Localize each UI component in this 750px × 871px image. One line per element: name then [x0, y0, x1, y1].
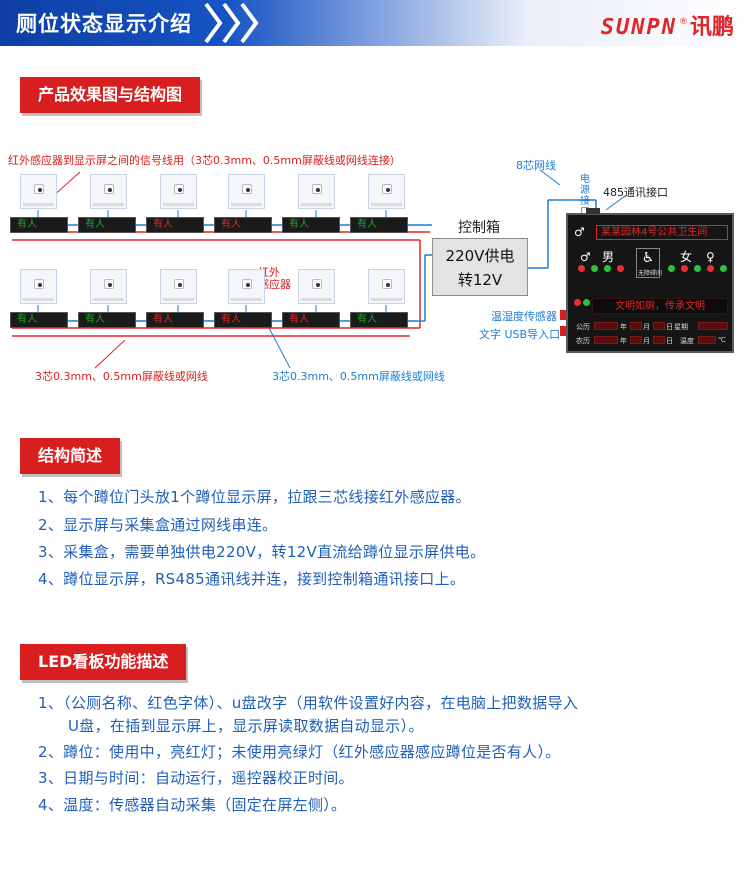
stall-display: 有人 — [350, 217, 408, 233]
stall-display: 有人 — [214, 217, 272, 233]
ir-sensor — [20, 174, 57, 209]
board-row2-left: 农历 — [576, 337, 590, 345]
ir-sensor — [90, 174, 127, 209]
stall-led — [617, 265, 624, 272]
power-connector — [586, 208, 600, 214]
annotation-bottom-red-cable: 3芯0.3mm、0.5mm屏蔽线或网线 — [35, 370, 208, 383]
stall-display: 有人 — [10, 217, 68, 233]
stall-led — [604, 265, 611, 272]
board-female-label: 女 — [680, 250, 693, 264]
annotation-usb-port: 文字 USB导入口 — [479, 328, 561, 341]
annotation-ir-sensor-line2: 感应器 — [258, 278, 291, 291]
stall-display: 有人 — [282, 217, 340, 233]
section-label-led-board: LED看板功能描述 — [20, 644, 187, 680]
structure-item: 2、显示屏与采集盒通过网线串连。 — [38, 516, 278, 534]
led-function-item-continued: U盘，在插到显示屏上，显示屏读取数据自动显示）。 — [68, 717, 424, 735]
stall-display: 有人 — [214, 312, 272, 328]
annotation-485-port: 485通讯接口 — [603, 186, 668, 199]
board-row1-day: 日 — [666, 323, 673, 331]
board-row1-month: 月 — [643, 323, 650, 331]
stall-led — [720, 265, 727, 272]
stall-led — [707, 265, 714, 272]
structure-diagram: 红外感应器到显示屏之间的信号线用（3芯0.3mm、0.5mm屏蔽线或网线连接） … — [0, 140, 750, 390]
led-function-item: 4、温度：传感器自动采集（固定在屏左侧）。 — [38, 796, 347, 814]
board-row2-day: 日 — [666, 337, 673, 345]
board-slogan: 文明如厕，传承文明 — [592, 298, 728, 314]
ir-sensor — [368, 269, 405, 304]
stall-led — [668, 265, 675, 272]
ir-sensor — [20, 269, 57, 304]
ir-sensor — [160, 269, 197, 304]
stall-led — [578, 265, 585, 272]
board-row2-year: 年 — [620, 337, 627, 345]
led-function-item: 3、日期与时间：自动运行，遥控器校正时间。 — [38, 769, 354, 787]
board-row1-week: 星期 — [674, 323, 688, 331]
annotation-bottom-blue-cable: 3芯0.3mm、0.5mm屏蔽线或网线 — [272, 370, 445, 383]
header-banner: 厕位状态显示介绍 SUNPN ® 讯鹏 — [0, 0, 750, 46]
wheelchair-icon: ♿ — [641, 250, 655, 266]
section-label-structure: 结构简述 — [20, 438, 121, 474]
stall-display: 有人 — [146, 312, 204, 328]
stall-display: 有人 — [146, 217, 204, 233]
stall-led — [591, 265, 598, 272]
stall-display: 有人 — [78, 312, 136, 328]
stall-display: 有人 — [282, 312, 340, 328]
stall-display: 有人 — [350, 312, 408, 328]
board-row2-temp: 温度 — [680, 337, 694, 345]
control-box: 220V供电 转12V — [432, 238, 528, 296]
chevron-right-icon — [222, 2, 241, 44]
chevron-right-icon — [240, 2, 259, 44]
board-male-label: 男 — [602, 250, 615, 264]
stall-led — [694, 265, 701, 272]
male-icon: ♂ — [580, 250, 591, 264]
disabled-stall-box: ♿ 无障碍间 — [636, 248, 663, 278]
ir-sensor — [228, 269, 265, 304]
ir-sensor — [90, 269, 127, 304]
brand-name-en: SUNPN — [600, 15, 677, 40]
chevron-right-icon — [204, 2, 223, 44]
usb-port — [560, 326, 566, 336]
ir-sensor — [368, 174, 405, 209]
ir-sensor — [228, 174, 265, 209]
structure-item: 4、蹲位显示屏，RS485通讯线并连，接到控制箱通讯接口上。 — [38, 570, 466, 588]
board-row1-left: 公历 — [576, 323, 590, 331]
structure-item: 1、每个蹲位门头放1个蹲位显示屏，拉跟三芯线接红外感应器。 — [38, 488, 471, 506]
female-icon: ♀ — [706, 250, 715, 264]
led-board: ♂ 某某园林4号公共卫生间 男 女 ♂ ♀ ♿ 无障碍间 文明如厕，传承文明 公… — [566, 213, 734, 353]
toilet-people-icon: ♂ — [574, 225, 585, 239]
temp-sensor-port — [560, 310, 566, 320]
board-title: 某某园林4号公共卫生间 — [596, 225, 728, 240]
board-row2-month: 月 — [643, 337, 650, 345]
page-title: 厕位状态显示介绍 — [16, 12, 192, 36]
ir-sensor — [298, 174, 335, 209]
brand-logo: SUNPN ® 讯鹏 — [601, 9, 734, 41]
board-row1-year: 年 — [620, 323, 627, 331]
brand-name-cn: 讯鹏 — [689, 15, 734, 40]
annotation-8core-cable: 8芯网线 — [516, 159, 556, 172]
annotation-control-box: 控制箱 — [458, 220, 500, 236]
board-row2-unit: ℃ — [718, 336, 726, 344]
control-box-line1: 220V供电 — [445, 247, 515, 265]
structure-item: 3、采集盒，需要单独供电220V，转12V直流给蹲位显示屏供电。 — [38, 543, 486, 561]
annotation-temp-sensor: 温湿度传感器 — [491, 310, 557, 323]
stall-led — [681, 265, 688, 272]
led-function-item: 2、蹲位：使用中，亮红灯；未使用亮绿灯（红外感应器感应蹲位是否有人）。 — [38, 743, 561, 761]
led-function-item: 1、（公厕名称、红色字体）、u盘改字（用软件设置好内容，在电脑上把数据导入 — [38, 694, 579, 712]
ir-sensor — [160, 174, 197, 209]
section-label-diagram: 产品效果图与结构图 — [20, 77, 201, 113]
control-box-line2: 转12V — [457, 271, 503, 289]
stall-display: 有人 — [10, 312, 68, 328]
board-disabled-label: 无障碍间 — [638, 270, 663, 277]
brand-registered-mark: ® — [678, 17, 688, 27]
annotation-power-port: 电源接口 — [580, 174, 590, 218]
ir-sensor — [298, 269, 335, 304]
stall-display: 有人 — [78, 217, 136, 233]
annotation-signal-line: 红外感应器到显示屏之间的信号线用（3芯0.3mm、0.5mm屏蔽线或网线连接） — [8, 154, 401, 167]
